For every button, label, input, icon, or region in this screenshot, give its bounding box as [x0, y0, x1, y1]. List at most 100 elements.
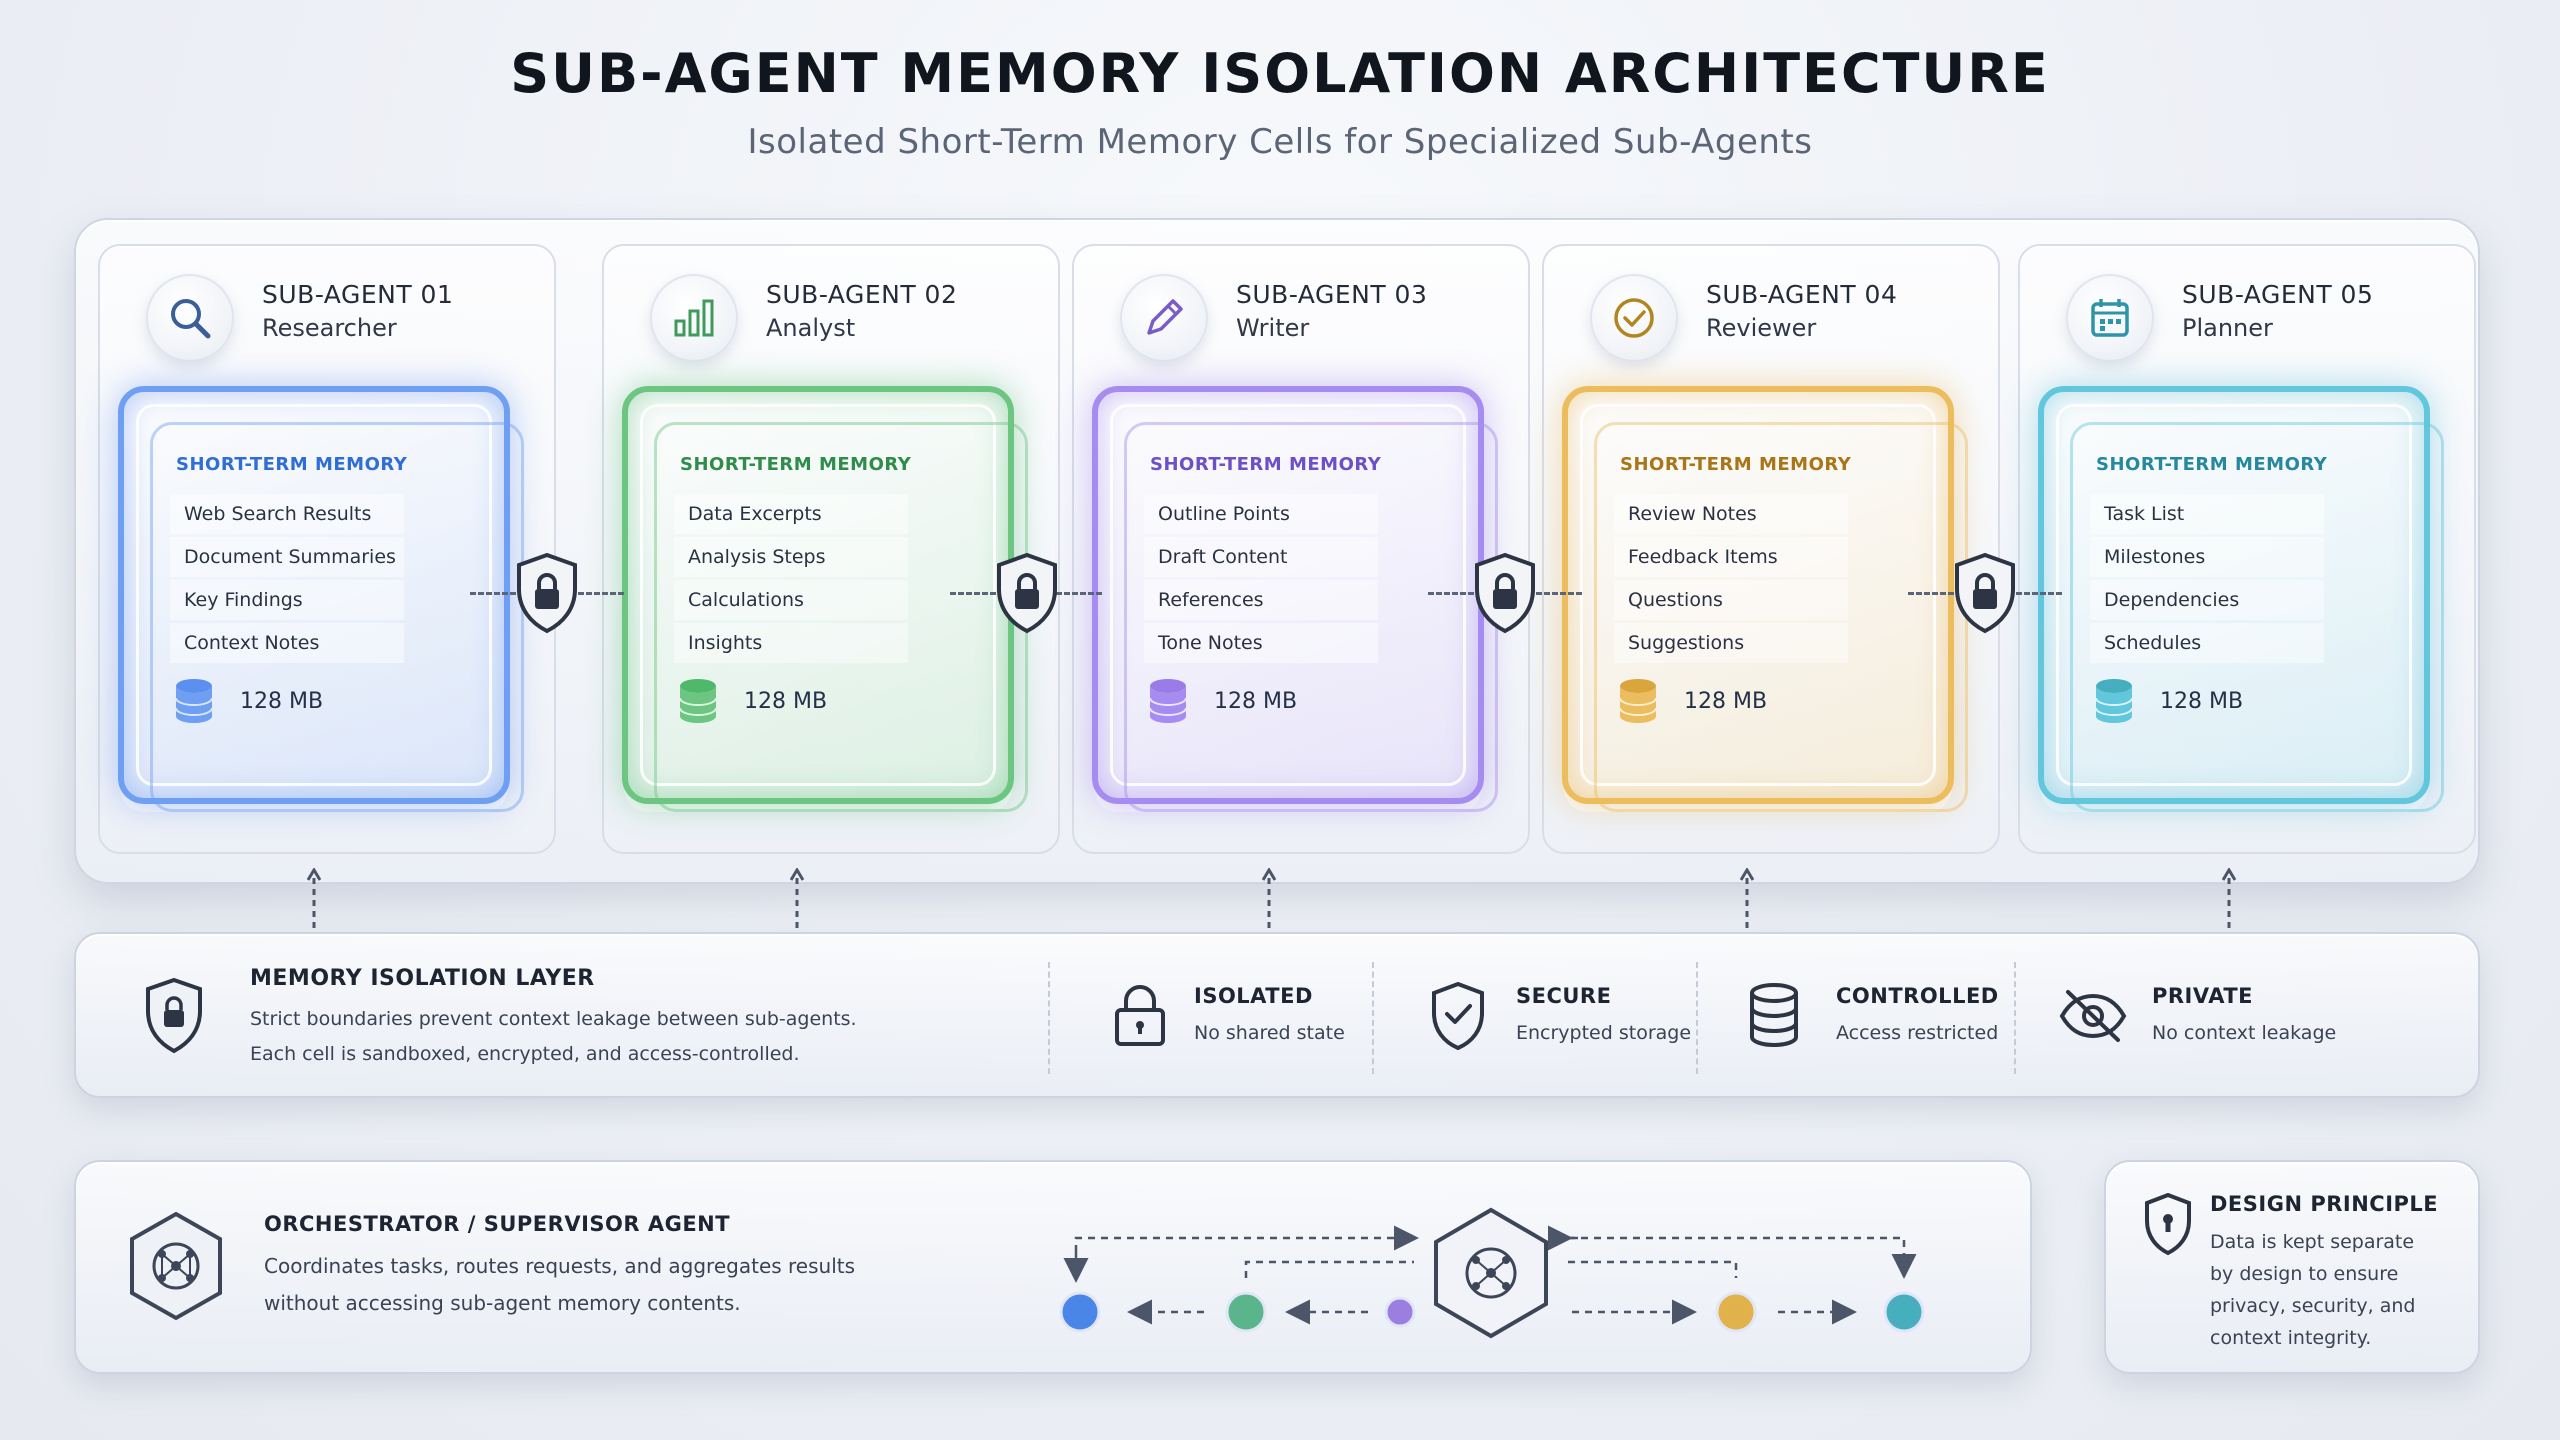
memory-item: Web Search Results	[170, 494, 404, 534]
isolation-description: Strict boundaries prevent context leakag…	[250, 1002, 890, 1072]
divider	[1048, 962, 1050, 1074]
orchestrator-panel: ORCHESTRATOR / SUPERVISOR AGENT Coordina…	[74, 1160, 2032, 1374]
up-arrow-icon	[790, 868, 804, 928]
isolation-connector	[1056, 592, 1102, 595]
agent-role: Analyst	[766, 314, 856, 342]
orchestrator-desc-line: Coordinates tasks, routes requests, and …	[264, 1254, 856, 1278]
isolation-connector	[470, 592, 516, 595]
agent-id: SUB-AGENT 01	[262, 280, 454, 309]
agent-id: SUB-AGENT 03	[1236, 280, 1428, 309]
divider	[1696, 962, 1698, 1074]
memory-item: Tone Notes	[1144, 623, 1378, 663]
memory-size-value: 128 MB	[1684, 688, 1768, 714]
sub-agent-card-03[interactable]: SUB-AGENT 03 Writer SHORT-TERM MEMORY Ou…	[1072, 244, 1530, 854]
memory-item: Calculations	[674, 580, 908, 620]
divider	[2014, 962, 2016, 1074]
memory-list: Task List Milestones Dependencies Schedu…	[2090, 494, 2324, 666]
page-title: SUB-AGENT MEMORY ISOLATION ARCHITECTURE	[510, 42, 2050, 105]
design-description: Data is kept separate by design to ensur…	[2210, 1226, 2460, 1354]
memory-isolation-layer: MEMORY ISOLATION LAYER Strict boundaries…	[74, 932, 2480, 1098]
memory-list: Data Excerpts Analysis Steps Calculation…	[674, 494, 908, 666]
design-desc-line: context integrity.	[2210, 1327, 2372, 1349]
sub-agent-card-02[interactable]: SUB-AGENT 02 Analyst SHORT-TERM MEMORY D…	[602, 244, 1060, 854]
database-icon	[1149, 679, 1187, 723]
isolation-desc-line: Strict boundaries prevent context leakag…	[250, 1008, 857, 1030]
memory-cell: SHORT-TERM MEMORY Task List Milestones D…	[2038, 386, 2444, 812]
memory-size-value: 128 MB	[240, 688, 324, 714]
memory-label: SHORT-TERM MEMORY	[1620, 454, 1852, 475]
memory-item: Milestones	[2090, 537, 2324, 577]
agent-node	[1384, 1296, 1416, 1328]
database-icon	[679, 679, 717, 723]
sub-agent-card-05[interactable]: SUB-AGENT 05 Planner SHORT-TERM MEMORY T…	[2018, 244, 2476, 854]
feature-desc: Access restricted	[1836, 1022, 1999, 1044]
memory-label: SHORT-TERM MEMORY	[1150, 454, 1382, 475]
feature-title: CONTROLLED	[1836, 984, 1999, 1008]
agent-id: SUB-AGENT 05	[2182, 280, 2374, 309]
isolation-title: MEMORY ISOLATION LAYER	[250, 966, 595, 991]
orchestrator-description: Coordinates tasks, routes requests, and …	[264, 1248, 884, 1322]
route-line	[1568, 1260, 1738, 1278]
memory-item: Task List	[2090, 494, 2324, 534]
isolation-connector	[1908, 592, 1954, 595]
sub-agent-card-04[interactable]: SUB-AGENT 04 Reviewer SHORT-TERM MEMORY …	[1542, 244, 2000, 854]
agent-node	[1715, 1291, 1757, 1333]
agent-role: Planner	[2182, 314, 2273, 342]
memory-cell: SHORT-TERM MEMORY Outline Points Draft C…	[1092, 386, 1498, 812]
memory-cell: SHORT-TERM MEMORY Review Notes Feedback …	[1562, 386, 1968, 812]
eye-off-icon	[2059, 990, 2127, 1042]
memory-size: 128 MB	[1618, 678, 1767, 724]
page-subtitle: Isolated Short-Term Memory Cells for Spe…	[747, 122, 1813, 162]
network-hex-icon	[126, 1210, 226, 1326]
up-arrow-icon	[2222, 868, 2236, 928]
memory-item: References	[1144, 580, 1378, 620]
design-desc-line: privacy, security, and	[2210, 1295, 2416, 1317]
feature-desc: No context leakage	[2152, 1022, 2337, 1044]
memory-list: Web Search Results Document Summaries Ke…	[170, 494, 404, 666]
memory-item: Context Notes	[170, 623, 404, 663]
check-circle-icon	[1590, 274, 1678, 362]
agent-id: SUB-AGENT 04	[1706, 280, 1898, 309]
agent-node	[1059, 1291, 1101, 1333]
lock-shield-icon	[992, 548, 1062, 638]
route-line	[1244, 1260, 1414, 1278]
memory-item: Document Summaries	[170, 537, 404, 577]
memory-label: SHORT-TERM MEMORY	[176, 454, 408, 475]
memory-item: Draft Content	[1144, 537, 1378, 577]
bar-chart-icon	[650, 274, 738, 362]
memory-item: Review Notes	[1614, 494, 1848, 534]
up-arrow-icon	[1740, 868, 1754, 928]
database-icon	[1750, 983, 1798, 1048]
agent-node	[1225, 1291, 1267, 1333]
memory-item: Feedback Items	[1614, 537, 1848, 577]
orchestrator-title: ORCHESTRATOR / SUPERVISOR AGENT	[264, 1212, 731, 1236]
memory-size: 128 MB	[174, 678, 323, 724]
database-icon	[1619, 679, 1657, 723]
isolation-connector	[2016, 592, 2062, 595]
search-icon	[146, 274, 234, 362]
lock-icon	[1115, 985, 1165, 1046]
memory-item: Suggestions	[1614, 623, 1848, 663]
memory-size: 128 MB	[1148, 678, 1297, 724]
calendar-icon	[2066, 274, 2154, 362]
memory-item: Analysis Steps	[674, 537, 908, 577]
sub-agent-card-01[interactable]: SUB-AGENT 01 Researcher SHORT-TERM MEMOR…	[98, 244, 556, 854]
isolation-connector	[1428, 592, 1474, 595]
memory-size: 128 MB	[2094, 678, 2243, 724]
pencil-icon	[1120, 274, 1208, 362]
divider	[1372, 962, 1374, 1074]
design-title: DESIGN PRINCIPLE	[2210, 1192, 2439, 1216]
memory-size-value: 128 MB	[1214, 688, 1298, 714]
memory-list: Outline Points Draft Content References …	[1144, 494, 1378, 666]
memory-size: 128 MB	[678, 678, 827, 724]
lock-shield-icon	[512, 548, 582, 638]
memory-label: SHORT-TERM MEMORY	[680, 454, 912, 475]
design-desc-line: Data is kept separate	[2210, 1231, 2415, 1253]
memory-item: Insights	[674, 623, 908, 663]
design-desc-line: by design to ensure	[2210, 1263, 2399, 1285]
memory-cell: SHORT-TERM MEMORY Web Search Results Doc…	[118, 386, 524, 812]
agent-id: SUB-AGENT 02	[766, 280, 958, 309]
feature-title: PRIVATE	[2152, 984, 2253, 1008]
up-arrow-icon	[307, 868, 321, 928]
memory-item: Questions	[1614, 580, 1848, 620]
